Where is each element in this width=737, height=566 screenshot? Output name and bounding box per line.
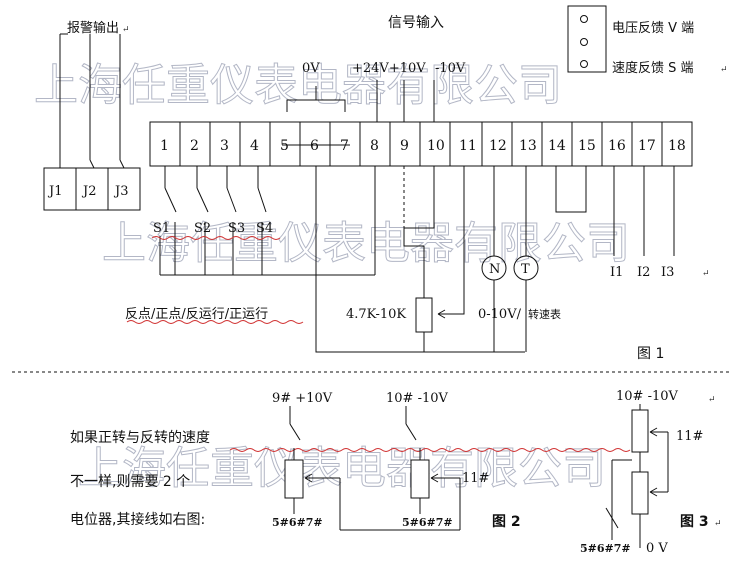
terminal-6: 6 (310, 138, 319, 154)
terminal-2: 2 (190, 138, 199, 154)
switch-caption-underline (126, 320, 304, 324)
potentiometer (415, 297, 433, 333)
figure-1-label: 图 1 (637, 346, 664, 362)
return-mark: ↵ (708, 395, 716, 405)
meter-n-label: N (489, 262, 500, 277)
meter-t-label: T (521, 262, 530, 277)
switch-wiring (159, 166, 376, 276)
fig2-label-9: 9# +10V (272, 391, 333, 406)
switch-s2: S2 (194, 221, 211, 236)
figure-2-label: 图 2 (492, 514, 521, 530)
alarm-output-label: 报警输出 (67, 20, 119, 36)
pot-top-wire (403, 166, 435, 247)
terminal-13: 13 (519, 138, 537, 154)
fig3-label-11: 11# (676, 429, 703, 444)
terminal-15: 15 (578, 138, 596, 154)
speed-feedback-label: 速度反馈 S 端 (612, 60, 694, 76)
fig3-label-10: 10# -10V (616, 389, 679, 404)
terminal-dividers (179, 122, 663, 166)
feedback-dot-3 (580, 60, 588, 68)
watermark-top: 上海任重仪表电器有限公司 (34, 60, 562, 111)
pot-caption: 4.7K-10K (346, 307, 406, 322)
terminal-9: 9 (400, 138, 409, 154)
fig3-common: 5#6#7# (580, 542, 631, 555)
terminal-12: 12 (489, 138, 507, 154)
output-i2: I2 (637, 265, 650, 280)
terminal-17: 17 (638, 138, 656, 154)
return-mark: ↵ (720, 65, 728, 75)
relay-block (43, 167, 141, 211)
fig2-wiring (284, 406, 461, 531)
watermark-middle: 上海任重仪表电器有限公司 (102, 218, 630, 269)
desc-line-1: 如果正转与反转的速度 (70, 430, 210, 446)
terminal-1: 1 (160, 138, 169, 154)
terminal-4: 4 (250, 138, 259, 154)
bracket-14-15 (555, 166, 587, 213)
switch-s4: S4 (256, 221, 273, 236)
switch-underline (151, 236, 281, 240)
meter-caption-range: 0-10V/ (478, 307, 522, 322)
output-i3: I3 (661, 265, 674, 280)
label-plus24-10v: +24V+10V (352, 61, 426, 76)
fig2-common-left: 5#6#7# (272, 516, 323, 529)
switch-caption: 反点/正点/反运行/正运行 (125, 307, 268, 322)
voltage-feedback-label: 电压反馈 V 端 (612, 21, 694, 36)
label-0v: 0V (302, 61, 320, 76)
terminal-5: 5 (280, 138, 289, 154)
terminal-7: 7 (340, 138, 349, 154)
label-minus10v: -10V (435, 61, 466, 76)
pot-wiper-wire (438, 166, 465, 315)
fig2-label-11: 11# (462, 471, 489, 486)
fig2-label-10: 10# -10V (386, 391, 449, 406)
signal-input-title: 信号输入 (388, 15, 444, 31)
relay-j2: J2 (81, 184, 96, 199)
output-wires (613, 166, 675, 256)
return-mark: ↵ (702, 269, 710, 279)
terminal-10: 10 (427, 138, 445, 154)
desc-line-2: 不一样,则需要 2 个 (70, 474, 190, 490)
common-wire (315, 166, 525, 353)
terminal-18: 18 (668, 138, 686, 154)
alarm-output-wires (59, 34, 121, 160)
meter-caption-tach: 转速表 (528, 307, 561, 321)
fig3-zero-v: 0 V (646, 541, 668, 556)
terminal-3: 3 (220, 138, 229, 154)
desc-line-3: 电位器,其接线如右图: (70, 511, 205, 528)
terminal-8: 8 (370, 138, 379, 154)
terminal-11: 11 (459, 138, 477, 154)
fig2-common-right: 5#6#7# (402, 516, 453, 529)
fig3-wiring (605, 404, 669, 548)
switch-s1: S1 (153, 221, 170, 236)
relay-j3: J3 (113, 184, 128, 199)
return-mark: ↵ (714, 519, 722, 529)
switch-s3: S3 (228, 221, 245, 236)
relay-j1: J1 (47, 184, 62, 199)
feedback-dot-1 (580, 15, 588, 23)
watermark-bottom: 上海任重仪表电器有限公司 (78, 443, 606, 494)
return-mark: ↵ (122, 25, 130, 35)
desc-underline (229, 448, 631, 452)
figure-3-label: 图 3 (680, 514, 709, 530)
feedback-dot-2 (580, 38, 588, 46)
bracket-5-6-7 (286, 86, 346, 112)
terminal-14: 14 (548, 138, 566, 154)
signal-input-wires (376, 80, 435, 122)
output-i1: I1 (610, 265, 623, 280)
terminal-16: 16 (608, 138, 626, 154)
